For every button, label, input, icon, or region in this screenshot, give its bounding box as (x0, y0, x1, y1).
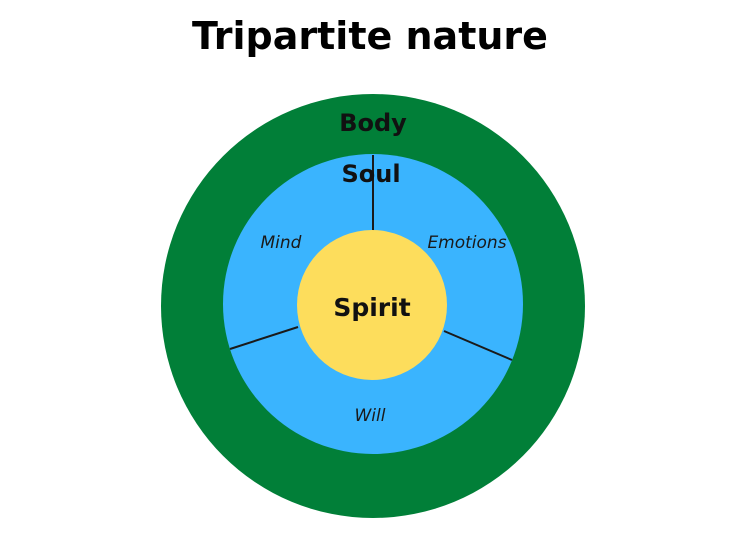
will-label: Will (355, 406, 386, 426)
diagram-title: Tripartite nature (192, 14, 548, 58)
soul-label: Soul (341, 160, 400, 188)
divider-right (443, 330, 513, 361)
mind-label: Mind (261, 233, 302, 253)
divider-left (229, 326, 299, 350)
spirit-circle (297, 230, 447, 380)
spirit-label: Spirit (333, 293, 410, 322)
body-label: Body (339, 109, 407, 137)
emotions-label: Emotions (427, 233, 506, 253)
